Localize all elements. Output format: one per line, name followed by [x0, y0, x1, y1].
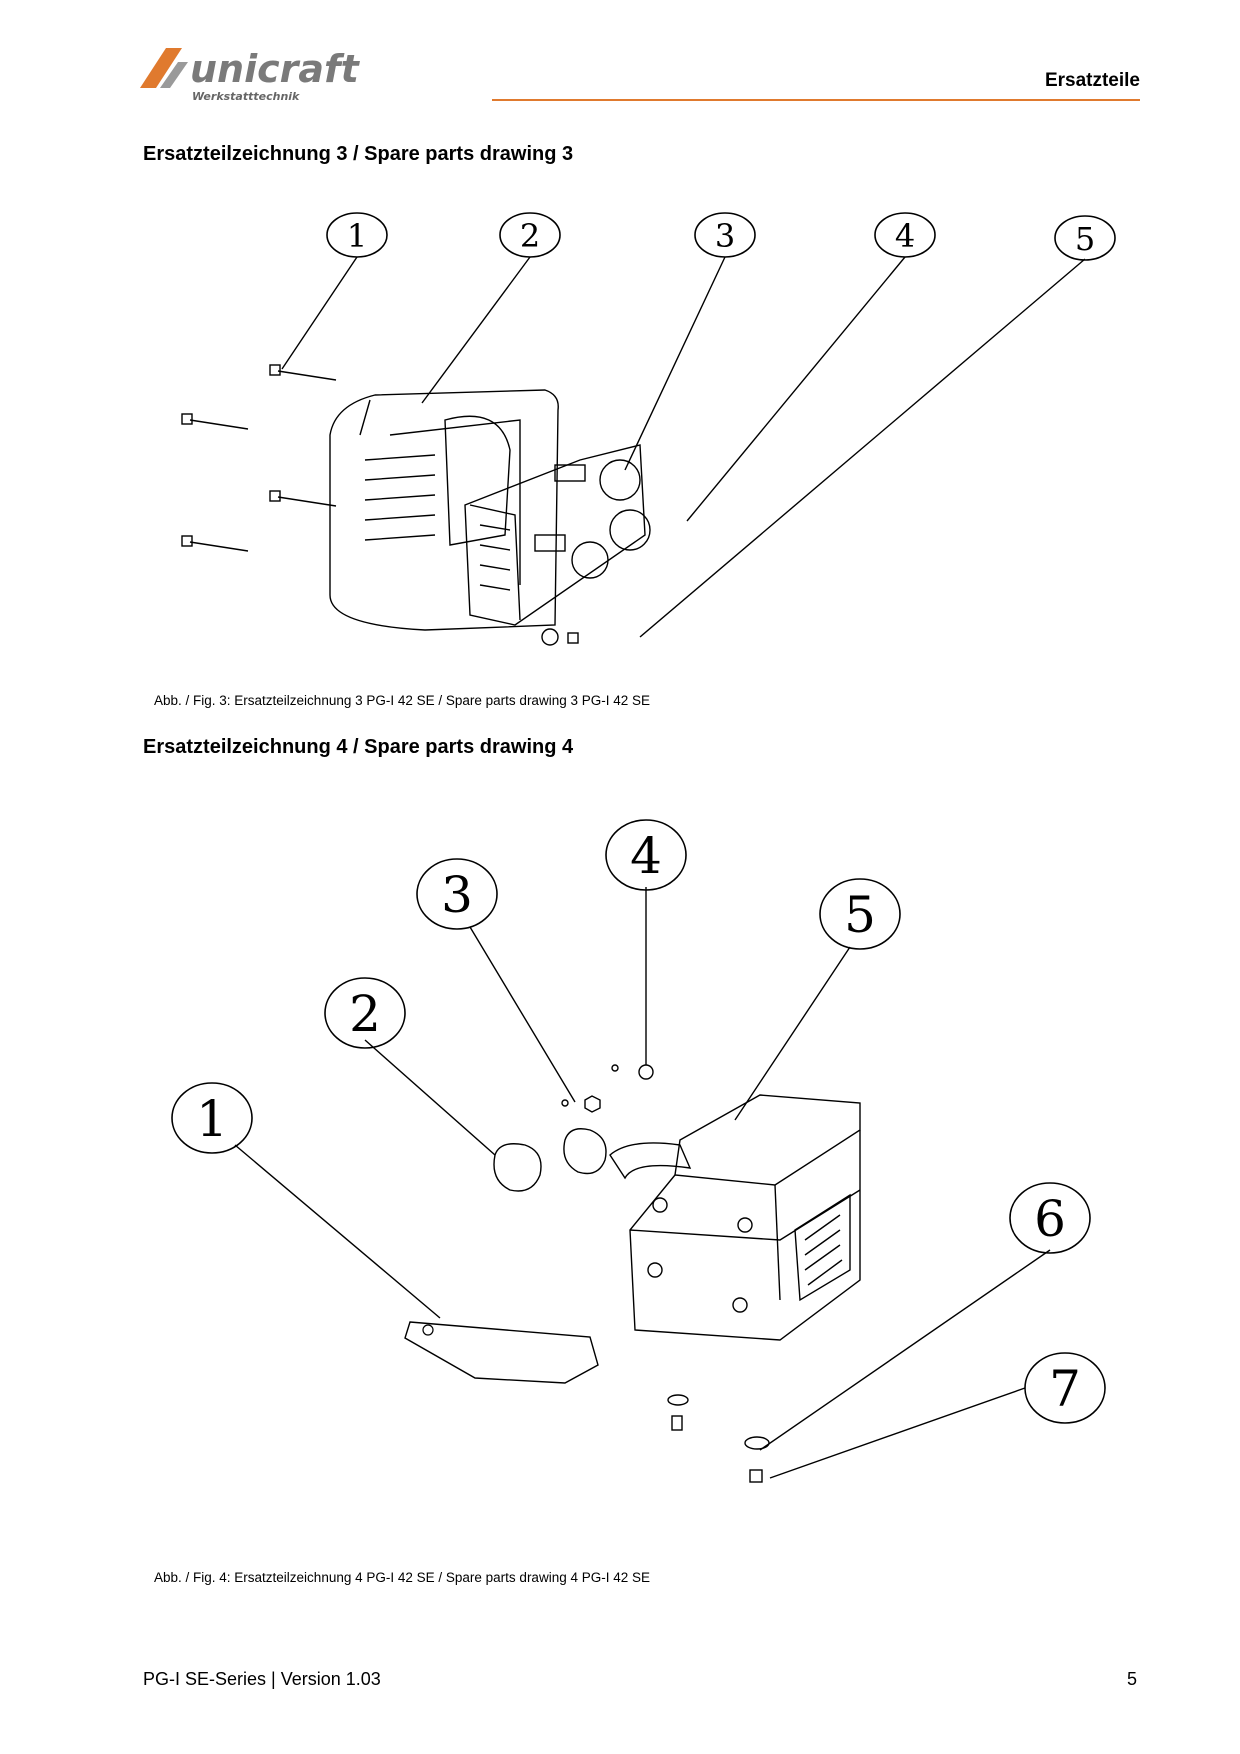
- callout-4: 4: [895, 217, 915, 255]
- callout-2: 2: [349, 985, 381, 1043]
- logo-mark-icon: [140, 48, 182, 88]
- bolt: [749, 1469, 763, 1483]
- cover-shroud: [329, 389, 559, 631]
- gasket: [493, 1143, 542, 1192]
- drawing-4-caption: Abb. / Fig. 4: Ersatzteilzeichnung 4 PG-…: [154, 1570, 650, 1585]
- leader-lines: [281, 256, 1086, 638]
- bolt: [671, 1415, 683, 1431]
- callout-1: 1: [196, 1090, 228, 1148]
- callout-6: 6: [1034, 1190, 1066, 1248]
- mounting-bracket: [404, 1321, 599, 1384]
- section-title: Ersatzteile: [1044, 70, 1140, 91]
- callout-4: 4: [630, 827, 662, 885]
- logo-subtitle: Werkstatttechnik: [192, 90, 300, 103]
- logo-wordmark: unicraft: [190, 47, 361, 91]
- washer: [541, 628, 559, 646]
- callout-5: 5: [1075, 220, 1095, 258]
- callout-3: 3: [715, 217, 735, 255]
- brand-logo: unicraft Werkstatttechnik: [140, 47, 361, 103]
- callout-2: 2: [520, 217, 540, 255]
- nut: [584, 1095, 601, 1113]
- drawing-4-heading: Ersatzteilzeichnung 4 / Spare parts draw…: [143, 736, 574, 758]
- control-module: [464, 444, 651, 626]
- washer-nut: [638, 1064, 654, 1080]
- muffler: [609, 1094, 861, 1341]
- callouts: [171, 819, 1106, 1424]
- flange-gasket: [563, 1128, 607, 1175]
- leader-lines: [234, 887, 1051, 1479]
- callout-5: 5: [844, 886, 876, 944]
- spare-parts-drawing-4: 1 2 3 4 5 6 7: [171, 819, 1106, 1483]
- page-number: 5: [1126, 1669, 1137, 1689]
- callout-1: 1: [347, 217, 367, 255]
- drawing-3-caption: Abb. / Fig. 3: Ersatzteilzeichnung 3 PG-…: [154, 693, 650, 708]
- header-divider: [492, 99, 1140, 101]
- washer: [667, 1394, 689, 1406]
- nut: [567, 632, 579, 644]
- spare-parts-drawing-3: 1 2 3 4 5: [181, 212, 1116, 646]
- bolts: [181, 364, 337, 552]
- callouts: [326, 212, 1116, 261]
- callout-7: 7: [1049, 1360, 1081, 1418]
- callout-3: 3: [441, 866, 473, 924]
- drawing-3-heading: Ersatzteilzeichnung 3 / Spare parts draw…: [143, 143, 574, 165]
- washer: [744, 1436, 770, 1450]
- footer-version: PG-I SE-Series | Version 1.03: [143, 1669, 381, 1689]
